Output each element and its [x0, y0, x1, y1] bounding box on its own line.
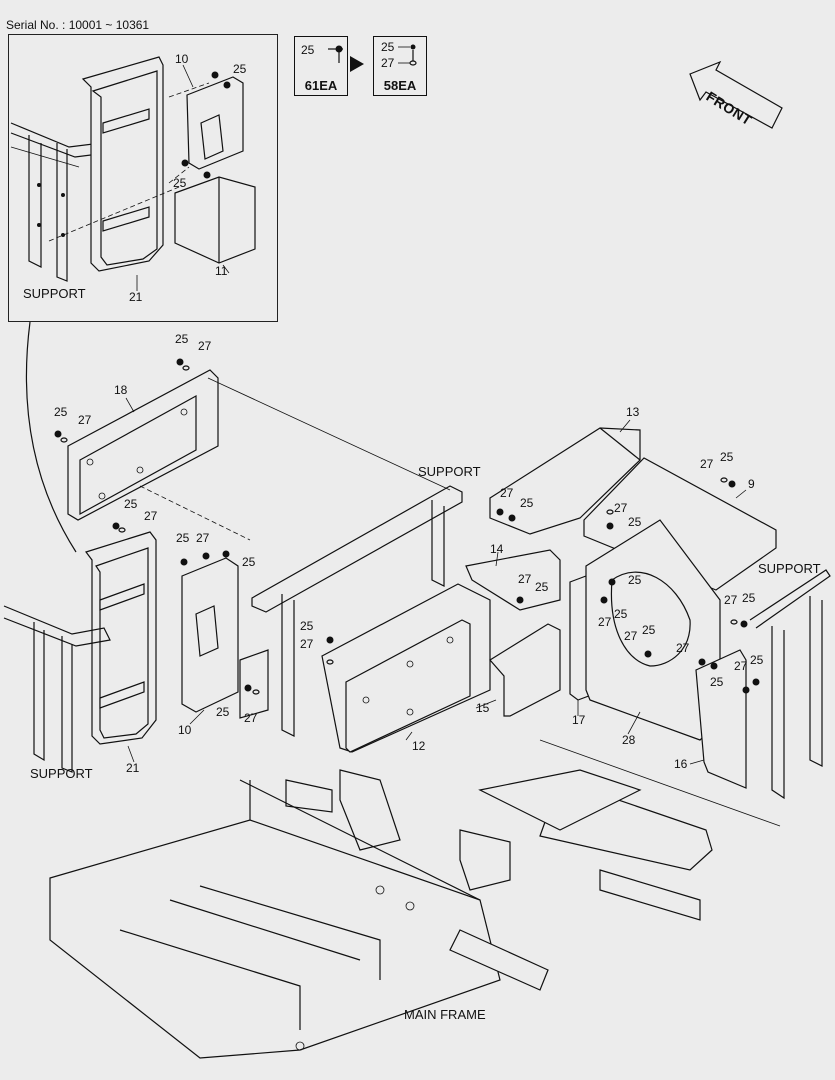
inset-detail-box: 10 25 25 11 21 SUPPORT: [8, 34, 278, 322]
support-left-label: SUPPORT: [30, 766, 93, 781]
callout-27f: 27: [614, 501, 628, 515]
callout-27i: 27: [598, 615, 612, 629]
callout-10: 10: [178, 723, 192, 737]
qty-before-count: 61EA: [304, 78, 338, 93]
callout-27c: 27: [144, 509, 158, 523]
callout-27g: 27: [700, 457, 714, 471]
inset-drawing: [10, 56, 256, 291]
inset-part-10-label: 10: [175, 52, 189, 66]
part-15-plate: [489, 623, 561, 717]
callout-27m: 27: [734, 659, 748, 673]
callout-25g: 25: [628, 515, 642, 529]
callout-16: 16: [674, 757, 688, 771]
support-top-label: SUPPORT: [418, 464, 481, 479]
callout-15: 15: [476, 701, 490, 715]
main-frame: [49, 819, 501, 1059]
callout-25q: 25: [216, 705, 230, 719]
callout-27b: 27: [78, 413, 92, 427]
front-label: FRONT: [703, 88, 756, 129]
callout-25j: 25: [628, 573, 642, 587]
callout-25d: 25: [176, 531, 190, 545]
callout-27d: 27: [196, 531, 210, 545]
callout-27-right: 27: [676, 641, 690, 655]
callout-25a: 25: [175, 332, 189, 346]
qty-after-count: 58EA: [383, 78, 417, 93]
inset-part-25a-label: 25: [233, 62, 247, 76]
inset-part-11-label: 11: [215, 264, 228, 278]
callout-14: 14: [490, 542, 504, 556]
callout-28: 28: [622, 733, 636, 747]
callout-27e: 27: [500, 486, 514, 500]
part-12-cover: [321, 583, 491, 753]
callout-25b: 25: [54, 405, 68, 419]
qty-before-part: 25: [301, 43, 315, 57]
callout-27l: 27: [724, 593, 738, 607]
inset-part-21-label: 21: [129, 290, 143, 304]
callout-27j: 27: [300, 637, 314, 651]
callout-25c: 25: [124, 497, 138, 511]
support-right-label: SUPPORT: [758, 561, 821, 576]
callout-25i: 25: [535, 580, 549, 594]
part-18-panel: [67, 369, 219, 521]
main-frame-label: MAIN FRAME: [404, 1007, 486, 1022]
callout-25k: 25: [614, 607, 628, 621]
callout-13: 13: [626, 405, 640, 419]
part-10-bracket: [181, 557, 239, 713]
callout-25h: 25: [720, 450, 734, 464]
inset-support-label: SUPPORT: [23, 286, 86, 301]
callout-25p: 25: [710, 675, 724, 689]
callout-17: 17: [572, 713, 586, 727]
part-21-panel: [85, 531, 157, 745]
upper-support-beam: [251, 485, 463, 613]
callout-12: 12: [412, 739, 426, 753]
qty-box-before: 25 61EA: [294, 36, 348, 96]
callout-21: 21: [126, 761, 140, 775]
callout-25f: 25: [520, 496, 534, 510]
callout-25o: 25: [750, 653, 764, 667]
callout-9: 9: [748, 477, 755, 491]
callout-27n: 27: [244, 711, 258, 725]
callout-25m: 25: [642, 623, 656, 637]
callout-27k: 27: [624, 629, 638, 643]
qty-after-part-a: 25: [381, 40, 395, 54]
callout-27a: 27: [198, 339, 212, 353]
callout-25n: 25: [742, 591, 756, 605]
bolt-washer-icon: [398, 44, 417, 66]
callout-25e: 25: [242, 555, 256, 569]
qty-box-after: 25 27 58EA: [373, 36, 427, 96]
part-13-duct: [489, 427, 641, 535]
qty-after-part-b: 27: [381, 56, 395, 70]
part-17-plate: [569, 575, 595, 701]
inset-part-25b-label: 25: [173, 176, 187, 190]
serial-number-range: Serial No. : 10001 ~ 10361: [6, 18, 150, 32]
callout-25l: 25: [300, 619, 314, 633]
bolt-icon: [328, 45, 343, 63]
callout-27h: 27: [518, 572, 532, 586]
callout-18: 18: [114, 383, 128, 397]
